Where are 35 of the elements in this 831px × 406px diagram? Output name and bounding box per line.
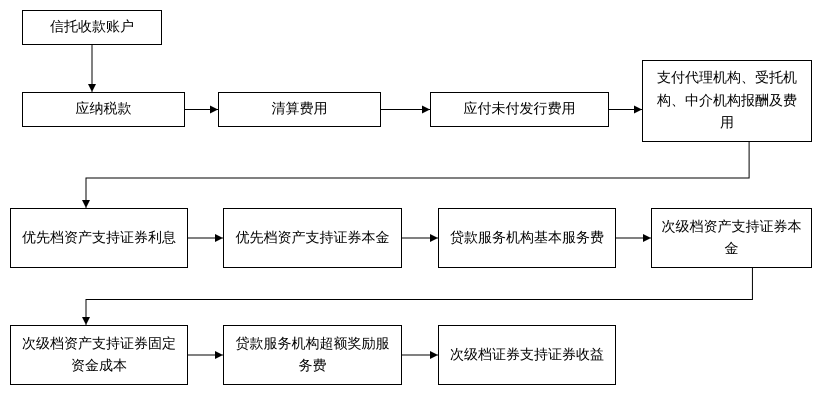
arrow [188,351,224,359]
arrow [402,351,438,359]
arrow [608,106,642,114]
arrow [82,268,753,326]
box-label: 支付代理机构、受托机构、中介机构报酬及费用 [656,69,798,134]
process-box [642,60,812,142]
arrow [188,234,224,242]
box-label: 应付未付发行费用 [464,100,576,120]
box-label: 贷款服务机构超额奖励服务费 [234,334,390,376]
box-label: 优先档资产支持证券本金 [236,228,390,248]
process-box [22,92,185,127]
box-label: 优先档资产支持证券利息 [22,228,176,248]
arrow [402,234,438,242]
box-label: 贷款服务机构基本服务费 [450,228,604,248]
process-box [438,208,616,268]
box-label: 清算费用 [272,100,328,120]
process-box [10,325,188,385]
box-label: 次级档资产支持证券固定资金成本 [21,334,177,376]
arrow [380,106,430,114]
arrow [184,106,218,114]
box-label: 应纳税款 [76,100,132,120]
arrow [82,142,750,208]
box-label: 信托收款账户 [50,18,134,38]
process-box [10,208,188,268]
box-label: 次级档证券支持证券收益 [450,346,604,365]
process-box [22,10,162,45]
process-box [438,325,616,385]
process-box [223,208,402,268]
process-box [223,325,402,385]
box-label: 次级档资产支持证券本金 [660,218,802,259]
process-box [218,92,381,127]
process-box [651,208,812,268]
process-box [430,92,609,127]
arrow [616,234,652,242]
arrow [88,44,96,92]
